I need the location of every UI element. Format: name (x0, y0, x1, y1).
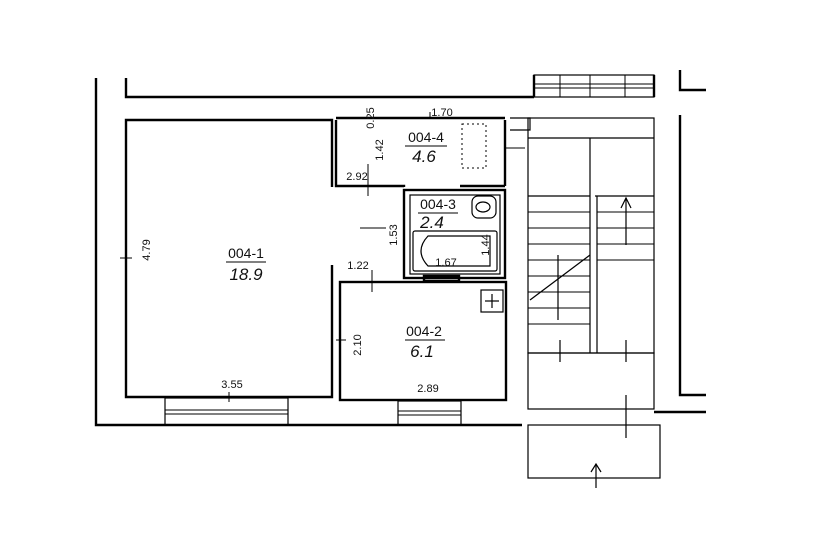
dim-1-42: 1.42 (374, 139, 386, 160)
dim-1-67: 1.67 (435, 257, 456, 269)
dim-1-53: 1.53 (388, 224, 400, 245)
room-004-1-id: 004-1 (228, 245, 264, 261)
dim-4-79: 4.79 (141, 239, 153, 260)
room-004-2-id: 004-2 (406, 323, 442, 339)
dim-1-22: 1.22 (347, 260, 368, 272)
room-004-4-id: 004-4 (408, 129, 444, 145)
room-004-2-area: 6.1 (410, 342, 434, 361)
dimension-ticks (120, 112, 525, 402)
dim-2-10: 2.10 (352, 334, 364, 355)
outer-walls (94, 70, 706, 427)
dim-2-92: 2.92 (346, 171, 367, 183)
dim-1-44: 1.44 (480, 234, 492, 255)
dimension-labels: 4.79 3.55 0.25 1.70 1.42 2.92 1.53 1.22 … (141, 107, 492, 395)
room-004-3 (402, 188, 507, 283)
dim-2-89: 2.89 (417, 383, 438, 395)
room-004-4-area: 4.6 (412, 147, 436, 166)
room-004-3-area: 2.4 (419, 213, 444, 232)
room-004-4 (334, 116, 507, 188)
windows (164, 74, 655, 426)
dim-1-70: 1.70 (431, 107, 452, 119)
dim-3-55: 3.55 (221, 379, 242, 391)
room-004-1-area: 18.9 (229, 265, 263, 284)
room-004-2 (338, 280, 508, 402)
room-labels: 004-1 18.9 004-4 4.6 004-3 2.4 004-2 6.1 (226, 129, 458, 361)
stairwell (510, 117, 661, 488)
room-004-3-id: 004-3 (420, 196, 456, 212)
dim-0-25: 0.25 (365, 107, 377, 128)
